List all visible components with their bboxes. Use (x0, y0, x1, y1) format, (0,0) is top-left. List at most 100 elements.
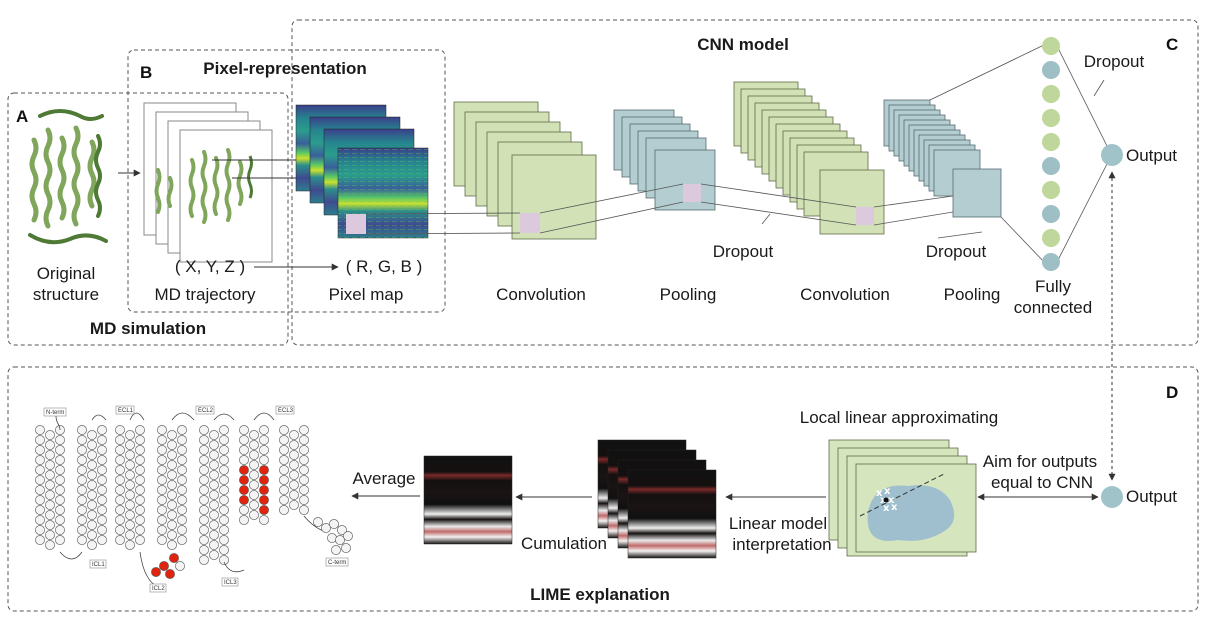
residue (77, 465, 87, 475)
residue (219, 445, 229, 455)
residue (177, 535, 187, 545)
residue (177, 525, 187, 535)
residue (125, 490, 135, 500)
residue (199, 525, 209, 535)
residue (135, 445, 145, 455)
residue (177, 475, 187, 485)
residue (87, 510, 97, 520)
highlighted-residue (169, 553, 179, 563)
residue (209, 500, 219, 510)
pool1-patch (683, 184, 701, 202)
residue (199, 515, 209, 525)
residue (177, 505, 187, 515)
residue (45, 450, 55, 460)
residue (209, 460, 219, 470)
highlighted-residue (159, 561, 169, 571)
residue (279, 425, 289, 435)
svg-text:x: x (891, 502, 898, 513)
fc-node (1042, 253, 1060, 271)
residue (209, 510, 219, 520)
fully-connected-label-1: Fully (1035, 277, 1071, 296)
residue (299, 475, 309, 485)
residue (97, 425, 107, 435)
residue (239, 445, 249, 455)
residue (125, 480, 135, 490)
highlighted-residue (165, 569, 175, 579)
residue (177, 495, 187, 505)
original-structure-label-2: structure (33, 285, 99, 304)
fc-node (1042, 37, 1060, 55)
residue (35, 475, 45, 485)
residue (279, 505, 289, 515)
residue (299, 425, 309, 435)
residue (157, 505, 167, 515)
residue (55, 445, 65, 455)
residue (167, 480, 177, 490)
residue (219, 555, 229, 565)
residue (219, 525, 229, 535)
residue (299, 455, 309, 465)
fc-node (1042, 157, 1060, 175)
residue (55, 485, 65, 495)
loop-line (213, 413, 235, 421)
fc-node (1042, 109, 1060, 127)
residue (299, 465, 309, 475)
icl3-label: ICL3 (224, 580, 237, 586)
residue (177, 515, 187, 525)
panel-d-letter: D (1166, 383, 1178, 402)
residue (87, 490, 97, 500)
residue (55, 505, 65, 515)
residue (299, 495, 309, 505)
residue (279, 475, 289, 485)
residue (279, 495, 289, 505)
residue (55, 435, 65, 445)
residue (87, 530, 97, 540)
average-map (423, 455, 513, 545)
cumulation-label: Cumulation (521, 534, 607, 553)
fc-node (1042, 61, 1060, 79)
residue (239, 435, 249, 445)
residue (125, 520, 135, 530)
residue (177, 425, 187, 435)
residue (97, 525, 107, 535)
residue (279, 445, 289, 455)
output-node-bottom (1101, 486, 1123, 508)
highlighted-residue (239, 465, 249, 475)
residue (167, 490, 177, 500)
residue (219, 475, 229, 485)
residue (115, 425, 125, 435)
residue (167, 510, 177, 520)
residue (175, 561, 185, 571)
ecl2-label: ECL2 (198, 408, 214, 414)
residue (199, 425, 209, 435)
connector-conv1-to-pool1-b (539, 201, 684, 234)
residue (87, 470, 97, 480)
residue (157, 485, 167, 495)
residue (219, 505, 229, 515)
residue (289, 440, 299, 450)
residue (77, 445, 87, 455)
connector-conv2-to-pool2-b (873, 211, 954, 226)
residue (209, 470, 219, 480)
residue (135, 485, 145, 495)
residue (209, 550, 219, 560)
residue (157, 475, 167, 485)
icl1-label: ICL1 (92, 562, 105, 568)
residue (87, 520, 97, 530)
ecl1-label: ECL1 (118, 408, 134, 414)
residue (125, 430, 135, 440)
residue (279, 465, 289, 475)
residue (77, 535, 87, 545)
residue (87, 500, 97, 510)
residue (289, 480, 299, 490)
residue (177, 445, 187, 455)
panel-d-title: LIME explanation (530, 585, 670, 604)
residue (177, 465, 187, 475)
loop-line (223, 561, 245, 573)
residue (35, 535, 45, 545)
aim-label-2: equal to CNN (991, 473, 1093, 492)
residue (45, 500, 55, 510)
connector-pixel-to-conv1-a (365, 212, 521, 215)
connector-conv1-to-pool1-a (539, 183, 684, 214)
linear-model-label-1: Linear model (729, 514, 827, 533)
